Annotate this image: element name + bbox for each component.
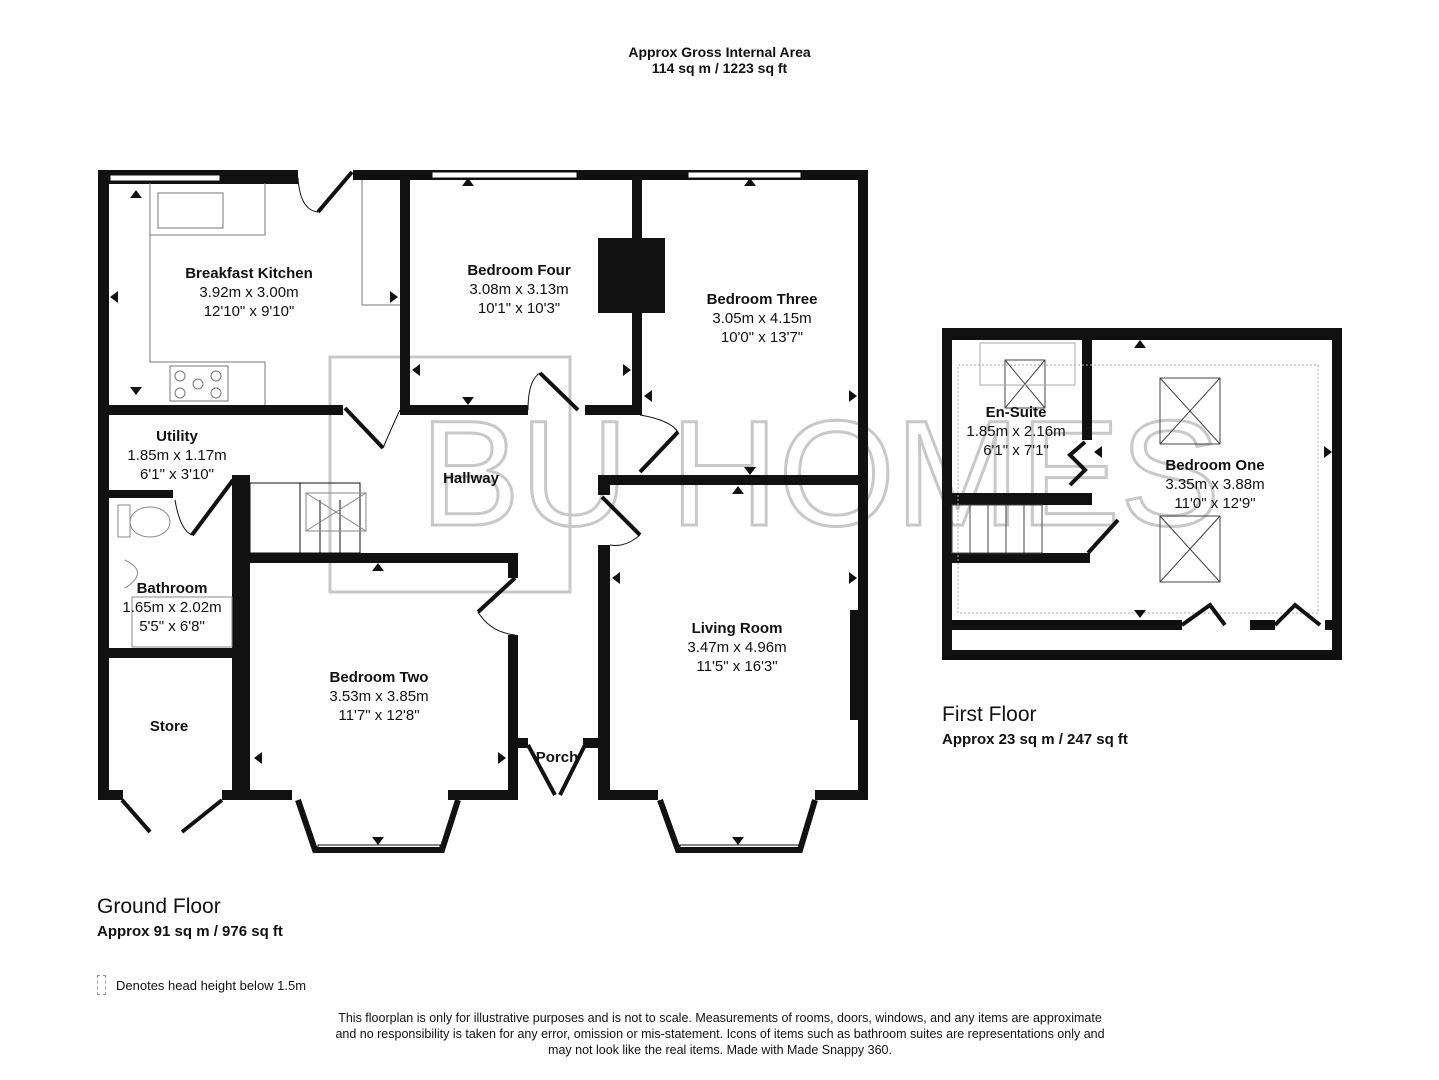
stairs <box>249 482 367 554</box>
room-utility: Utility 1.85m x 1.17m 6'1" x 3'10" <box>127 427 226 484</box>
kitchen-fittings <box>149 180 400 405</box>
ground-floor-caption: Ground Floor Approx 91 sq m / 976 sq ft <box>97 895 283 940</box>
room-name: Bedroom Four <box>467 262 571 279</box>
first-floor-doors <box>1067 440 1322 627</box>
dashed-box-icon <box>97 975 106 995</box>
room-imperial: 6'1" x 7'1" <box>983 442 1049 459</box>
gross-area-header: Approx Gross Internal Area 114 sq m / 12… <box>0 44 1439 76</box>
disclaimer-line: and no responsibility is taken for any e… <box>335 1027 1105 1041</box>
room-name: Bedroom One <box>1165 457 1265 474</box>
room-porch: Porch <box>536 748 579 767</box>
room-metric: 1.85m x 1.17m <box>127 447 227 464</box>
ground-floor-title: Ground Floor <box>97 895 221 918</box>
room-imperial: 5'5" x 6'8" <box>139 618 205 635</box>
room-en-suite: En-Suite 1.85m x 2.16m 6'1" x 7'1" <box>966 403 1065 460</box>
room-name: Utility <box>156 428 198 445</box>
room-imperial: 10'0" x 13'7" <box>720 329 804 346</box>
room-name: Bedroom Three <box>706 291 818 308</box>
room-bedroom-two: Bedroom Two 3.53m x 3.85m 11'7" x 12'8" <box>329 668 428 725</box>
room-name: Breakfast Kitchen <box>185 265 313 282</box>
room-imperial: 12'10" x 9'10" <box>203 303 295 320</box>
room-metric: 1.65m x 2.02m <box>122 599 222 616</box>
room-store: Store <box>150 717 188 736</box>
room-metric: 3.92m x 3.00m <box>199 284 299 301</box>
room-imperial: 6'1" x 3'10" <box>140 466 214 483</box>
first-floor-walls <box>942 328 1342 660</box>
room-name: En-Suite <box>985 404 1047 421</box>
legend-label: Denotes head height below 1.5m <box>116 977 307 993</box>
room-imperial: 11'7" x 12'8" <box>338 707 420 724</box>
room-living-room: Living Room 3.47m x 4.96m 11'5" x 16'3" <box>687 619 786 676</box>
room-metric: 3.53m x 3.85m <box>329 688 429 705</box>
room-breakfast-kitchen: Breakfast Kitchen 3.92m x 3.00m 12'10" x… <box>185 264 313 321</box>
measurement-arrows <box>110 178 1332 845</box>
doors <box>120 170 680 834</box>
room-name: Hallway <box>443 470 499 487</box>
room-metric: 3.47m x 4.96m <box>687 639 787 656</box>
room-imperial: 10'1" x 10'3" <box>477 300 561 317</box>
room-metric: 3.05m x 4.15m <box>712 310 812 327</box>
door-swings <box>174 177 679 636</box>
first-floor-area: Approx 23 sq m / 247 sq ft <box>942 731 1128 748</box>
room-metric: 3.08m x 3.13m <box>469 281 569 298</box>
gross-area-value: 114 sq m / 1223 sq ft <box>651 60 788 76</box>
ground-floor-area: Approx 91 sq m / 976 sq ft <box>97 923 283 940</box>
room-metric: 1.85m x 2.16m <box>966 423 1066 440</box>
room-imperial: 11'0" x 12'9" <box>1174 495 1256 512</box>
room-metric: 3.35m x 3.88m <box>1165 476 1265 493</box>
room-name: Store <box>149 718 189 735</box>
first-floor-caption: First Floor Approx 23 sq m / 247 sq ft <box>942 703 1128 748</box>
disclaimer: This floorplan is only for illustrative … <box>280 1010 1160 1058</box>
ground-floor-walls <box>98 170 868 800</box>
room-bedroom-three: Bedroom Three 3.05m x 4.15m 10'0" x 13'7… <box>707 290 818 347</box>
room-name: Bathroom <box>136 580 208 597</box>
disclaimer-line: This floorplan is only for illustrative … <box>338 1011 1102 1025</box>
room-hallway: Hallway <box>443 469 499 488</box>
room-bedroom-one: Bedroom One 3.35m x 3.88m 11'0" x 12'9" <box>1165 456 1264 513</box>
bay-windows <box>295 798 818 853</box>
legend: Denotes head height below 1.5m <box>97 975 306 995</box>
room-name: Porch <box>535 749 579 766</box>
room-bedroom-four: Bedroom Four 3.08m x 3.13m 10'1" x 10'3" <box>467 261 570 318</box>
svg-text:BU HOMES: BU HOMES <box>420 389 1220 557</box>
room-bathroom: Bathroom 1.65m x 2.02m 5'5" x 6'8" <box>122 579 221 636</box>
bathroom-fittings <box>117 504 233 648</box>
room-name: Bedroom Two <box>329 669 429 686</box>
room-name: Living Room <box>691 620 783 637</box>
gross-area-title: Approx Gross Internal Area <box>628 44 811 60</box>
room-imperial: 11'5" x 16'3" <box>696 658 778 675</box>
disclaimer-line: may not look like the real items. Made w… <box>548 1043 892 1057</box>
first-floor-title: First Floor <box>942 703 1037 726</box>
